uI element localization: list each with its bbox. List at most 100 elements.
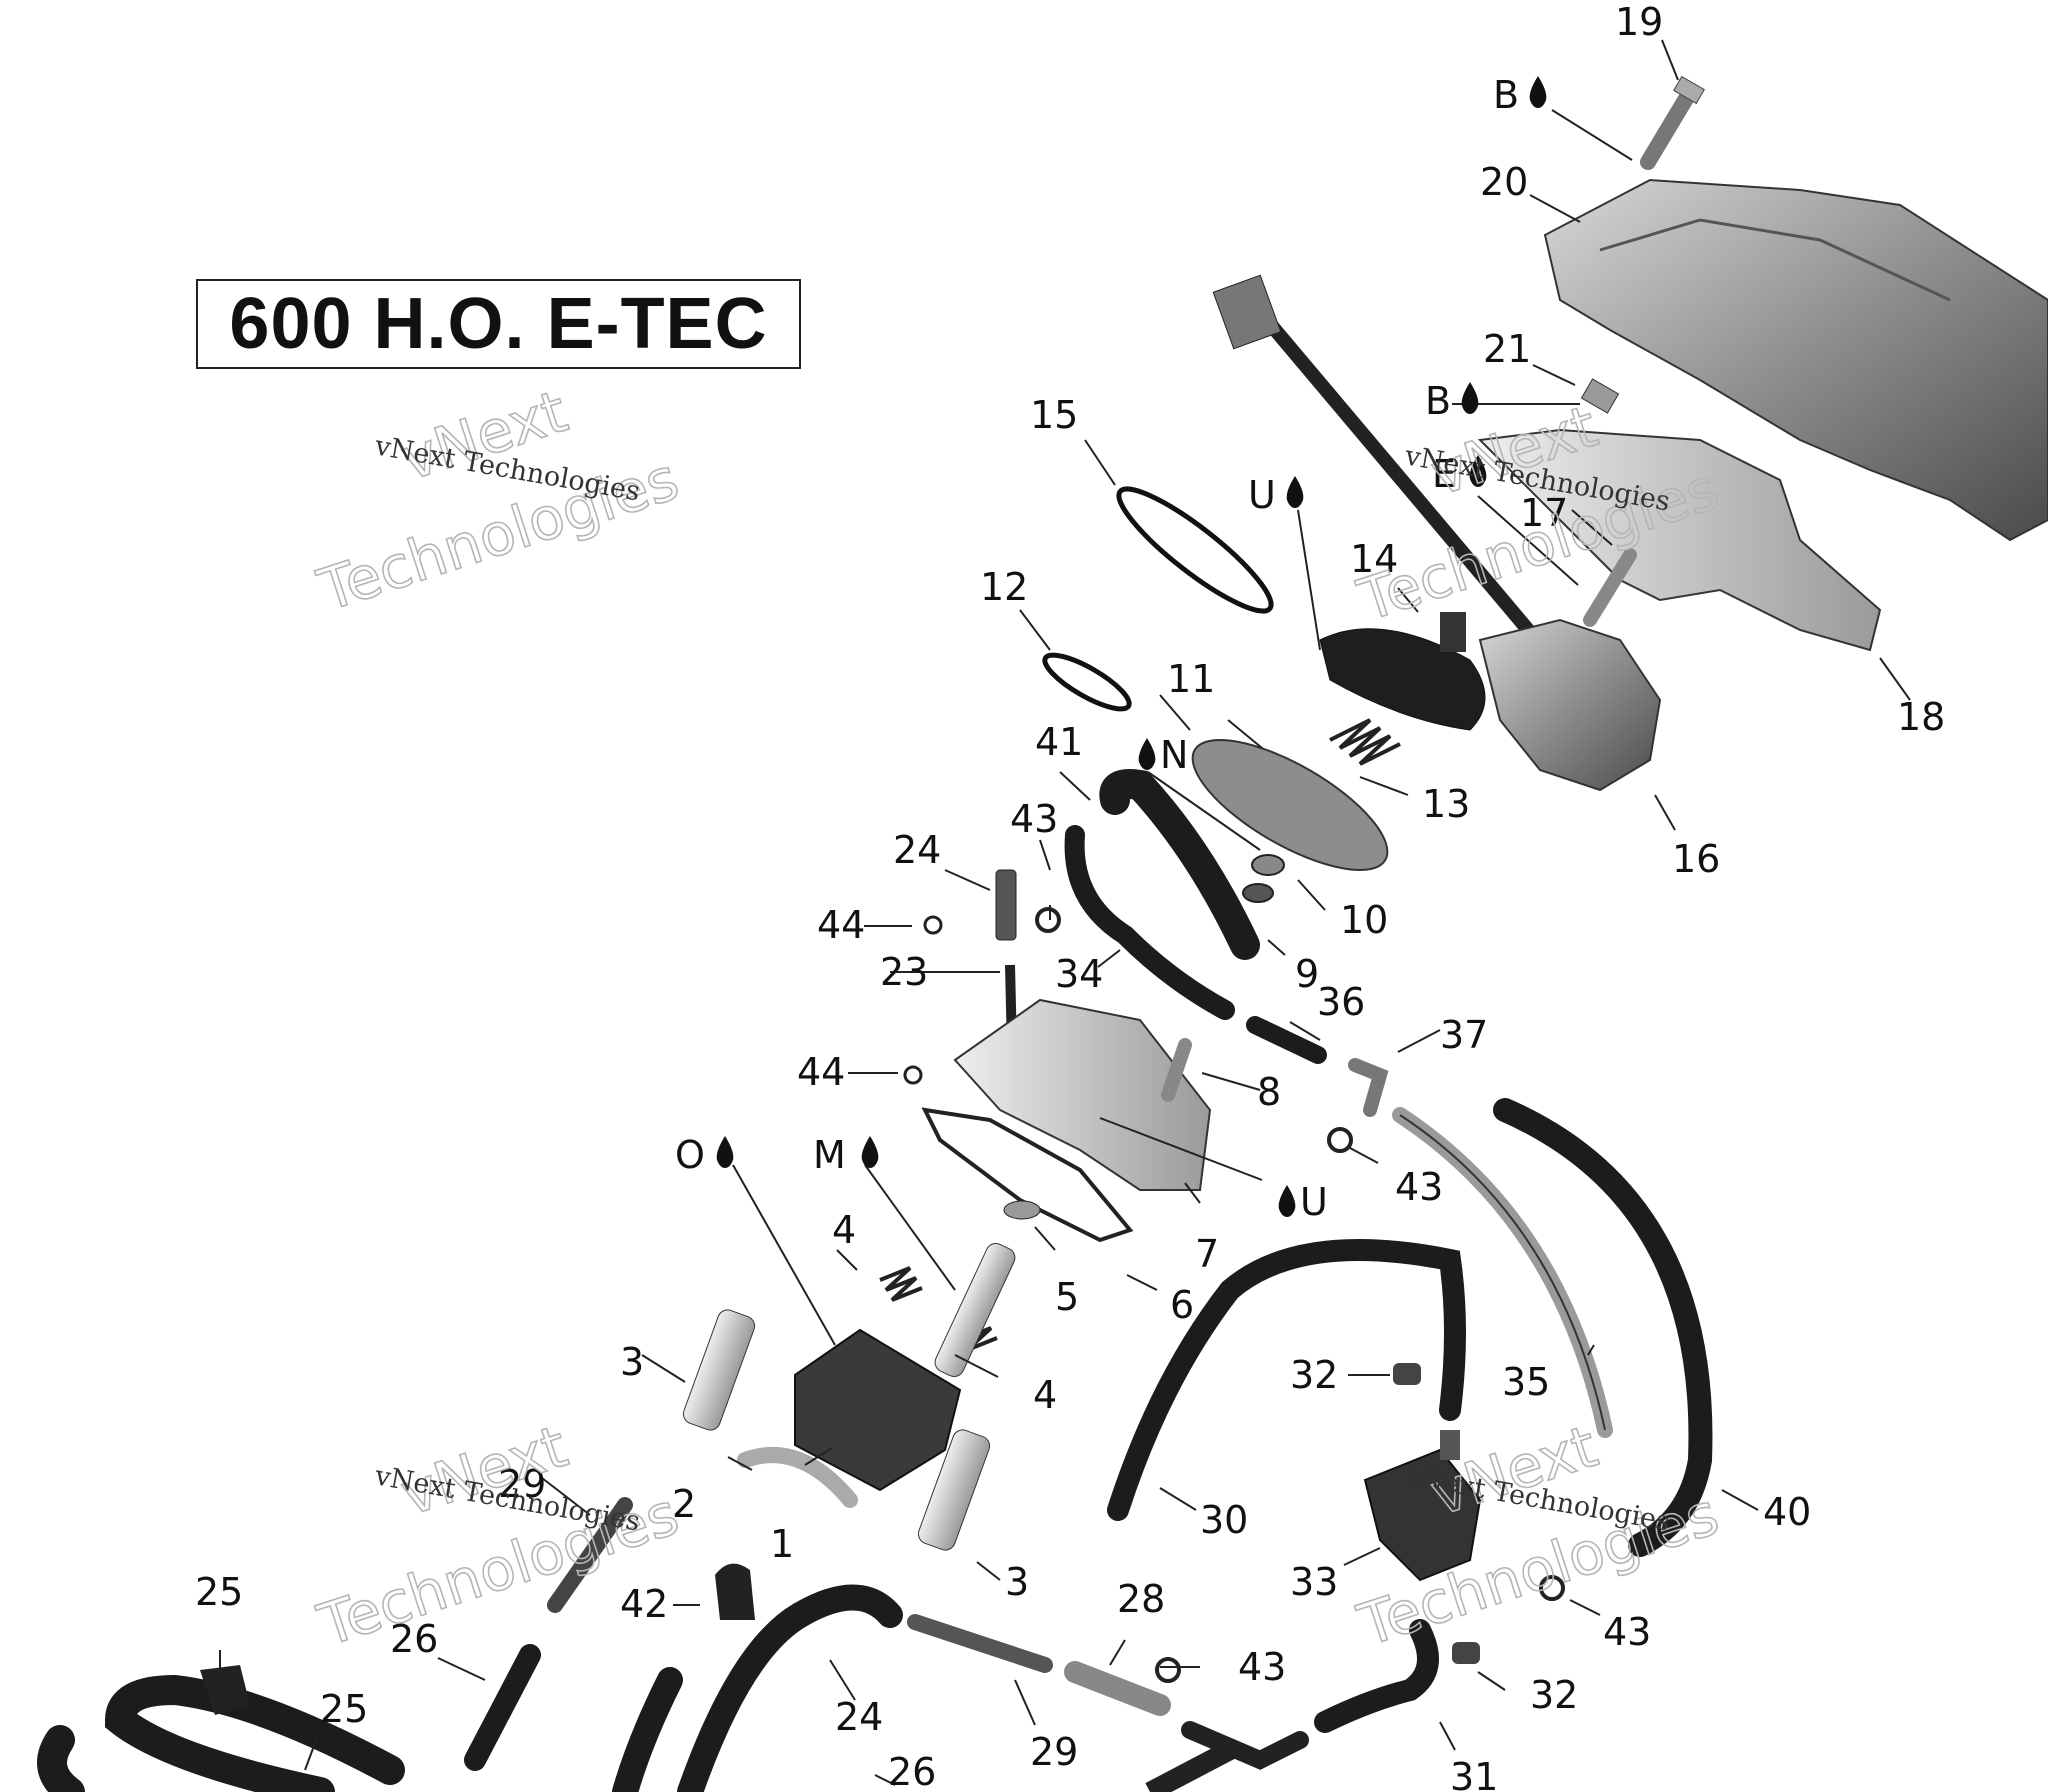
- callout-44-a: 44: [817, 903, 865, 947]
- callout-6: 6: [1170, 1283, 1194, 1327]
- marker-o: O: [675, 1133, 734, 1177]
- marker-label: U: [1300, 1180, 1328, 1224]
- part-bottom-fittings: [1145, 1721, 1309, 1792]
- callout-3-a: 3: [620, 1340, 644, 1384]
- callout-42: 42: [620, 1582, 668, 1626]
- part-23-fitting: [995, 869, 1017, 941]
- marker-label: O: [675, 1133, 705, 1177]
- part-43-clamps: [1035, 907, 1565, 1683]
- part-15-oring: [1116, 486, 1274, 614]
- part-19-nut: [1580, 378, 1620, 414]
- marker-b-2: B: [1425, 379, 1479, 423]
- drop-icon: [716, 1136, 734, 1168]
- part-20-cover: [1543, 178, 2048, 542]
- part-m-tube: [934, 1243, 1016, 1377]
- callout-18: 18: [1897, 695, 1945, 739]
- callout-17: 17: [1520, 491, 1568, 535]
- callout-2: 2: [672, 1482, 696, 1526]
- part-3-sleeves: [682, 1309, 991, 1551]
- part-7-pump-body: [953, 998, 1212, 1191]
- callout-34: 34: [1055, 952, 1103, 996]
- watermark-top: vNext Technologies vNext Technologies: [309, 376, 687, 625]
- part-1-body: [794, 1328, 962, 1492]
- part-35-hose: [1392, 1107, 1613, 1438]
- callout-41: 41: [1035, 720, 1083, 764]
- drop-icon: [1138, 738, 1156, 770]
- callout-4-b: 4: [1033, 1373, 1057, 1417]
- diagram-title: 600 H.O. E-TEC: [229, 284, 768, 364]
- callout-30: 30: [1200, 1498, 1248, 1542]
- callout-25: 25: [320, 1687, 368, 1731]
- marker-b-1: B: [1493, 73, 1547, 117]
- part-40-hose: [1493, 1098, 1713, 1557]
- marker-n: N: [1138, 733, 1188, 777]
- callout-15: 15: [1030, 393, 1078, 437]
- callout-26-a: 25: [195, 1570, 243, 1614]
- part-11-plate: [1191, 739, 1389, 871]
- callout-11: 11: [1167, 657, 1215, 701]
- callout-44-b: 44: [797, 1050, 845, 1094]
- callout-43-c: 43: [1603, 1610, 1651, 1654]
- callout-36: 36: [1317, 980, 1365, 1024]
- part-31-hose: [1314, 1619, 1439, 1733]
- drop-icon: [861, 1136, 879, 1168]
- part-37-elbow: [1348, 1058, 1389, 1117]
- marker-label: B: [1493, 73, 1519, 117]
- callout-9: 9: [1295, 952, 1319, 996]
- part-12-oring: [1042, 652, 1132, 712]
- callout-12: 12: [980, 565, 1028, 609]
- callout-32-b: 32: [1530, 1673, 1578, 1717]
- callout-43-d: 43: [1238, 1645, 1286, 1689]
- part-10-9-nuts: [1242, 854, 1285, 903]
- callout-31: 31: [1450, 1755, 1498, 1792]
- part-32-caps: [1393, 1363, 1480, 1664]
- part-28-hose-mid: [1064, 1661, 1171, 1716]
- drop-icon: [1469, 455, 1487, 487]
- part-14-diaphragm: [1319, 612, 1486, 731]
- callout-14: 14: [1350, 537, 1398, 581]
- marker-e: E: [1432, 452, 1487, 496]
- callout-24: 24: [835, 1695, 883, 1739]
- marker-label: U: [1248, 473, 1276, 517]
- drop-icon: [1461, 382, 1479, 414]
- callout-19: 21: [1483, 327, 1531, 371]
- marker-label: N: [1160, 733, 1188, 777]
- part-5-washer: [1003, 1200, 1041, 1220]
- callout-43-a: 43: [1010, 797, 1058, 841]
- callout-35: 35: [1502, 1360, 1550, 1404]
- leader-lines: [219, 39, 1911, 1786]
- callout-22: 23: [880, 950, 928, 994]
- marker-u-1: U: [1248, 473, 1304, 517]
- callout-26-b: 26: [888, 1750, 936, 1792]
- part-26-clip: [200, 1665, 250, 1715]
- part-24-hose: [612, 1584, 903, 1792]
- marker-m: M: [813, 1133, 879, 1177]
- part-6-gasket: [921, 1107, 1134, 1243]
- part-13-spring: [1329, 718, 1401, 766]
- callout-13: 13: [1422, 782, 1470, 826]
- callout-33: 33: [1290, 1560, 1338, 1604]
- callout-28-b: 26: [390, 1617, 438, 1661]
- part-21-bolt: [1640, 75, 1705, 170]
- part-rod-connector: [1212, 274, 1552, 657]
- part-2-seal: [737, 1447, 858, 1508]
- drop-icon: [1529, 76, 1547, 108]
- callout-labels: 19 20 21 17 18 16 14 15 12 11 13 41 10 9…: [195, 0, 1945, 1792]
- part-42-clip: [715, 1563, 755, 1620]
- drop-icon: [1286, 476, 1304, 508]
- callout-32-a: 32: [1290, 1353, 1338, 1397]
- callout-43-b: 43: [1395, 1165, 1443, 1209]
- callout-5: 5: [1055, 1275, 1079, 1319]
- part-8-bolt: [1161, 1038, 1192, 1102]
- callout-40: 40: [1763, 1490, 1811, 1534]
- part-29-fitting-lower: [907, 1614, 1053, 1673]
- part-28-hose-left: [464, 1644, 541, 1771]
- part-34-hose: [1064, 825, 1235, 1020]
- callout-28-a: 28: [1117, 1577, 1165, 1621]
- part-30-hose: [1107, 1239, 1466, 1521]
- callout-3-b: 3: [1005, 1560, 1029, 1604]
- part-17-bolt: [1583, 548, 1637, 627]
- callout-8: 8: [1257, 1070, 1281, 1114]
- callout-16: 16: [1672, 837, 1720, 881]
